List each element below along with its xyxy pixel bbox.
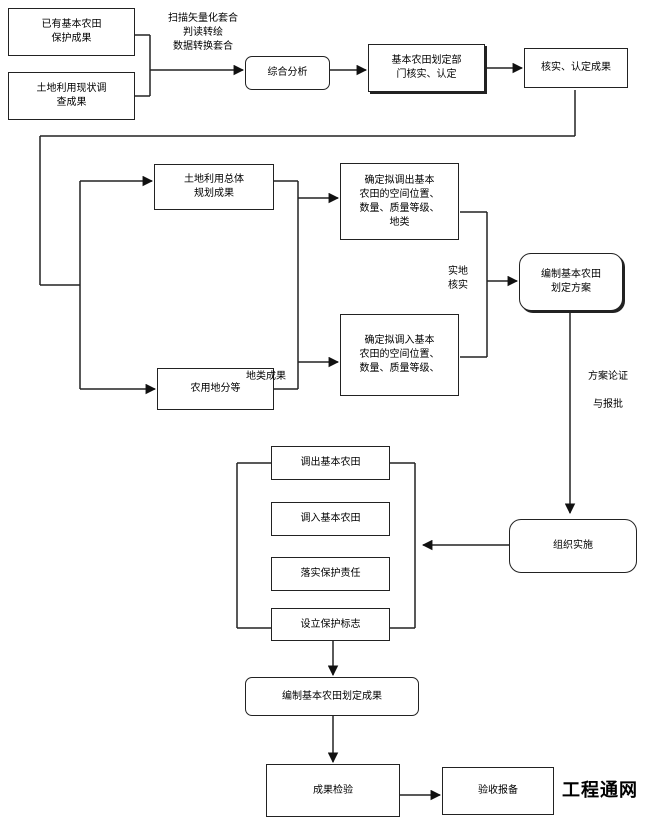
label-field-check: 实地 核实 bbox=[448, 266, 468, 291]
node-task-in: 调入基本农田 bbox=[271, 502, 390, 536]
node-dept-verify: 基本农田划定部 门核实、认定 bbox=[368, 44, 485, 92]
node-synthesis: 综合分析 bbox=[245, 56, 330, 90]
label-demo-approve: 方案论证 与报批 bbox=[588, 371, 628, 410]
node-implement: 组织实施 bbox=[509, 519, 637, 573]
node-verified-results: 核实、认定成果 bbox=[524, 48, 628, 88]
node-land-survey: 土地利用现状调 查成果 bbox=[8, 72, 135, 120]
label-land-class: 地类成果 bbox=[246, 371, 286, 382]
node-farmland-grading: 农用地分等 bbox=[157, 368, 274, 410]
node-compile-plan: 编制基本农田 划定方案 bbox=[519, 253, 623, 311]
node-master-plan: 土地利用总体 规划成果 bbox=[154, 164, 274, 210]
node-task-out: 调出基本农田 bbox=[271, 446, 390, 480]
node-in-location: 确定拟调入基本 农田的空间位置、 数量、质量等级、 bbox=[340, 314, 459, 396]
watermark-text: 工程通网 bbox=[562, 780, 638, 801]
node-task-signs: 设立保护标志 bbox=[271, 608, 390, 641]
label-scan-process: 扫描矢量化套合 判读转绘 数据转换套合 bbox=[168, 13, 238, 52]
node-existing-results: 已有基本农田 保护成果 bbox=[8, 8, 135, 56]
node-task-responsibility: 落实保护责任 bbox=[271, 557, 390, 591]
node-inspection: 成果检验 bbox=[266, 764, 400, 817]
node-out-location: 确定拟调出基本 农田的空间位置、 数量、质量等级、 地类 bbox=[340, 163, 459, 240]
node-report: 验收报备 bbox=[442, 767, 554, 815]
node-compile-result: 编制基本农田划定成果 bbox=[245, 677, 419, 716]
